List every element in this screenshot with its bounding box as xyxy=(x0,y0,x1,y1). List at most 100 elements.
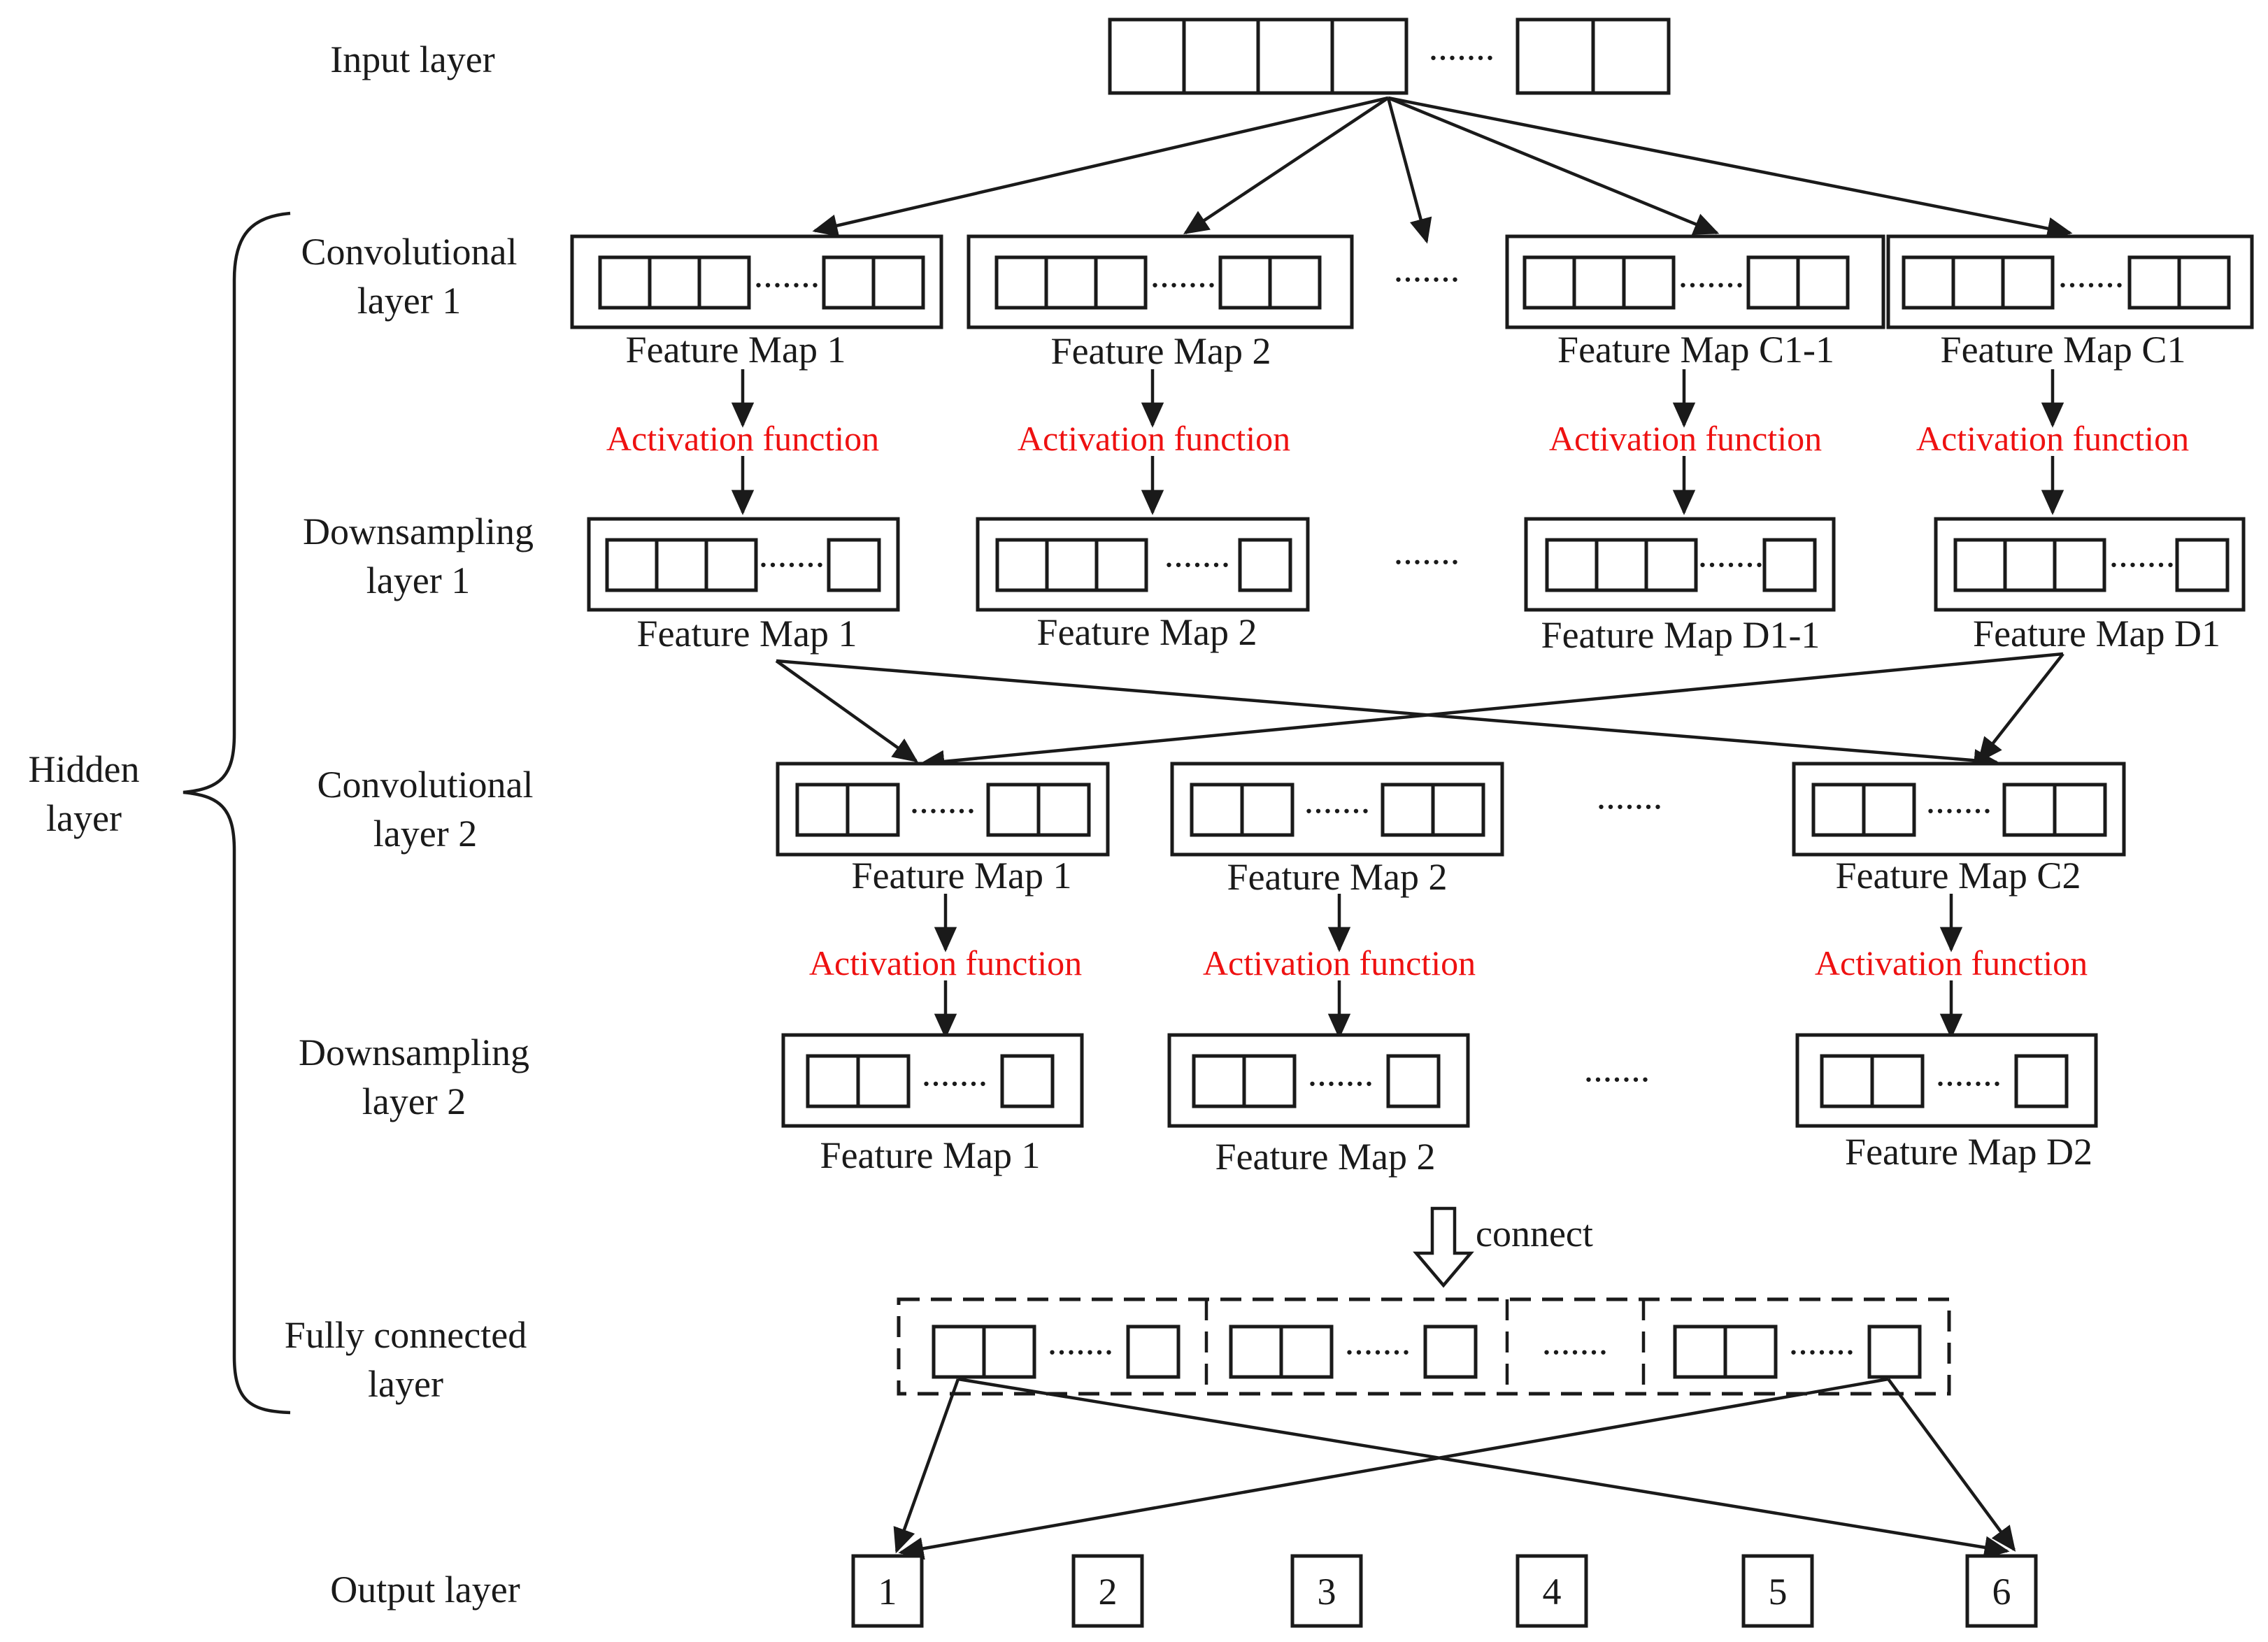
conv1-map-ellipsis: ....... xyxy=(754,253,820,295)
hidden-label-line2: layer xyxy=(46,797,122,839)
conv2-map-ellipsis: ....... xyxy=(910,779,976,821)
conv1-map-ellipsis: ....... xyxy=(1150,253,1217,295)
down2-map-label-1: Feature Map 1 xyxy=(820,1134,1041,1176)
down2-map-ellipsis: ....... xyxy=(1308,1052,1374,1094)
conv1-map-label-2: Feature Map 2 xyxy=(1051,330,1271,372)
input-ellipsis: ....... xyxy=(1429,26,1495,68)
hidden-layer-brace xyxy=(183,211,291,1415)
fc-ellipsis: ....... xyxy=(1542,1320,1609,1362)
input-layer-block xyxy=(1108,17,1671,95)
down1-label-line1: Downsampling xyxy=(303,511,534,552)
down2-label-line2: layer 2 xyxy=(362,1080,466,1122)
activation-function-label: Activation function xyxy=(1203,943,1476,983)
conv2-feature-map-1 xyxy=(776,762,1110,857)
input-to-conv1-arrows xyxy=(812,96,2073,244)
input-cell xyxy=(1330,17,1408,95)
input-cell xyxy=(1256,17,1334,95)
input-cell xyxy=(1182,17,1260,95)
activation-function-label: Activation function xyxy=(1916,419,2189,458)
activation-function-label: Activation function xyxy=(1549,419,1822,458)
activation-function-label: Activation function xyxy=(809,943,1082,983)
output-node-label: 1 xyxy=(878,1571,897,1613)
conv1-map-label-1: Feature Map 1 xyxy=(626,329,846,371)
conv2-map-ellipsis: ....... xyxy=(1926,779,1992,821)
output-node-4 xyxy=(1515,1554,1588,1628)
output-node-label: 5 xyxy=(1769,1571,1788,1613)
output-node-6 xyxy=(1965,1554,2038,1628)
output-node-2 xyxy=(1071,1554,1144,1628)
input-cell xyxy=(1108,17,1186,95)
output-layer-label: Output layer xyxy=(330,1569,520,1611)
fc-label-line2: layer xyxy=(368,1363,443,1405)
down1-feature-map-d1-1 xyxy=(1524,517,1836,612)
down2-feature-map-1 xyxy=(781,1033,1084,1128)
output-node-label: 3 xyxy=(1318,1571,1336,1613)
conv1-feature-map-c1-1 xyxy=(1505,234,1885,329)
connect-label: connect xyxy=(1476,1213,1593,1255)
fc-ellipsis: ....... xyxy=(1789,1320,1855,1362)
output-node-1 xyxy=(851,1554,924,1628)
input-cell xyxy=(1591,17,1671,95)
output-layer-nodes xyxy=(851,1554,2038,1628)
down2-between-ellipsis: ....... xyxy=(1584,1048,1650,1090)
down1-map-ellipsis: ....... xyxy=(1164,533,1231,575)
connect-arrow xyxy=(1413,1206,1474,1288)
fc-to-output-arrows xyxy=(893,1377,2016,1560)
input-cell xyxy=(1515,17,1595,95)
conv1-label-line2: layer 1 xyxy=(357,280,461,322)
hidden-label-line1: Hidden xyxy=(29,748,140,790)
fully-connected-block xyxy=(897,1297,1951,1396)
conv1-map-ellipsis: ....... xyxy=(2058,253,2125,295)
conv2-between-ellipsis: ....... xyxy=(1597,775,1663,817)
fc-ellipsis: ....... xyxy=(1345,1320,1411,1362)
down1-between-ellipsis: ....... xyxy=(1394,530,1460,572)
down2-map-ellipsis: ....... xyxy=(1936,1052,2002,1094)
down2-feature-map-2 xyxy=(1167,1033,1470,1128)
conv1-feature-map-2 xyxy=(967,234,1354,329)
down1-map-ellipsis: ....... xyxy=(2109,533,2176,575)
output-node-label: 6 xyxy=(1992,1571,2011,1613)
activation-function-label: Activation function xyxy=(606,419,879,458)
conv2-feature-map-c2 xyxy=(1792,762,2126,857)
down1-map-label-2: Feature Map 2 xyxy=(1037,611,1257,653)
conv1-map-label-4: Feature Map C1 xyxy=(1941,329,2186,371)
conv2-feature-map-2 xyxy=(1170,762,1504,857)
conv2-map-label-2: Feature Map 2 xyxy=(1227,856,1448,898)
input-layer-label: Input layer xyxy=(330,38,494,80)
down1-feature-map-d1 xyxy=(1934,517,2246,612)
down1-label-line2: layer 1 xyxy=(366,559,470,601)
conv2-map-label-3: Feature Map C2 xyxy=(1836,855,2081,897)
down1-map-label-1: Feature Map 1 xyxy=(637,613,857,655)
conv1-feature-map-c1 xyxy=(1886,234,2254,329)
down1-map-ellipsis: ....... xyxy=(759,533,825,575)
conv2-map-label-1: Feature Map 1 xyxy=(852,855,1072,897)
conv1-between-ellipsis: ....... xyxy=(1394,248,1460,290)
output-node-3 xyxy=(1290,1554,1363,1628)
down2-map-ellipsis: ....... xyxy=(922,1052,988,1094)
output-node-label: 2 xyxy=(1099,1571,1118,1613)
down1-map-label-3: Feature Map D1-1 xyxy=(1541,614,1820,656)
conv2-activation-arrows xyxy=(934,894,1963,1039)
fc-label-line1: Fully connected xyxy=(285,1314,527,1356)
activation-function-label: Activation function xyxy=(1815,943,2088,983)
conv1-activation-arrows xyxy=(731,369,2064,515)
conv2-label-line2: layer 2 xyxy=(373,813,477,855)
down2-map-label-3: Feature Map D2 xyxy=(1845,1131,2092,1173)
down2-label-line1: Downsampling xyxy=(299,1031,529,1073)
conv1-map-label-3: Feature Map C1-1 xyxy=(1557,329,1834,371)
down1-map-ellipsis: ....... xyxy=(1698,533,1764,575)
down2-map-label-2: Feature Map 2 xyxy=(1215,1136,1436,1178)
activation-function-label: Activation function xyxy=(1018,419,1290,458)
conv1-map-ellipsis: ....... xyxy=(1678,253,1745,295)
conv2-label-line1: Convolutional xyxy=(318,764,534,806)
down1-to-conv2-arrows xyxy=(775,652,2064,773)
conv1-feature-map-1 xyxy=(570,234,943,329)
output-node-label: 4 xyxy=(1543,1571,1562,1613)
down1-map-label-4: Feature Map D1 xyxy=(1973,613,2220,655)
conv2-map-ellipsis: ....... xyxy=(1304,779,1371,821)
down1-feature-map-2 xyxy=(976,517,1310,612)
fc-ellipsis: ....... xyxy=(1048,1320,1114,1362)
down1-feature-map-1 xyxy=(587,517,900,612)
output-node-5 xyxy=(1741,1554,1814,1628)
